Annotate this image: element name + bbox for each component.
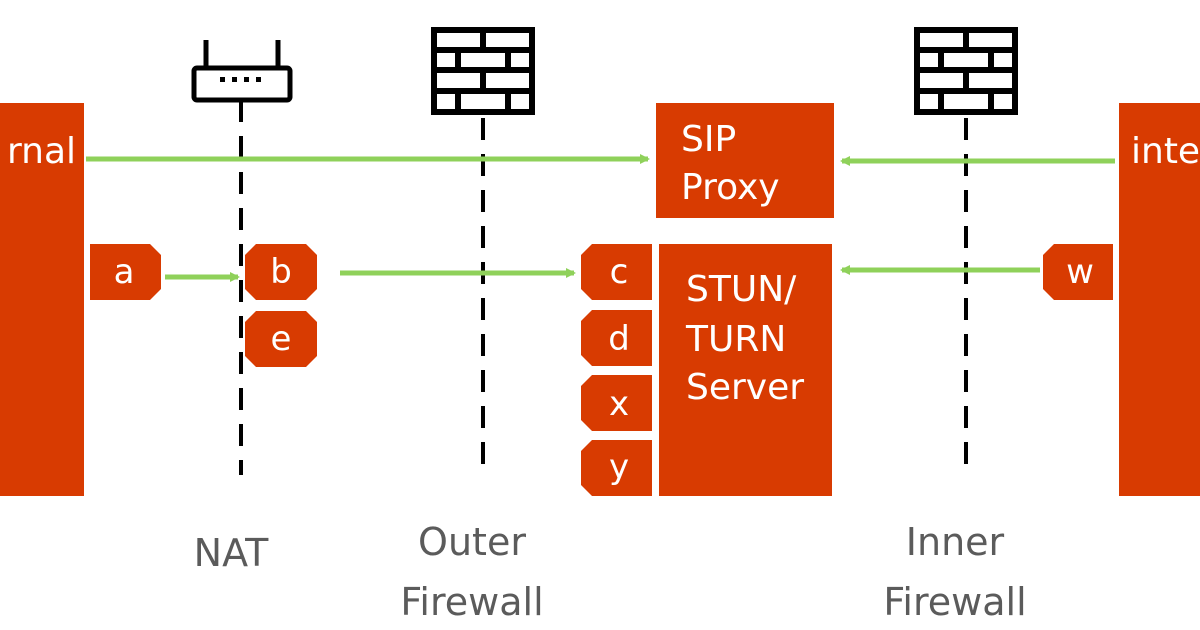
- internal-client-label: inte: [1131, 131, 1200, 172]
- port-label-e: e: [271, 319, 292, 359]
- stun-turn-label-line1: STUN/: [686, 269, 797, 310]
- outer-firewall-caption-line2: Firewall: [400, 580, 543, 624]
- router-icon: [191, 40, 293, 103]
- port-tag-b: [245, 244, 317, 300]
- port-label-d: d: [608, 319, 630, 359]
- brick-wall-icon: [431, 27, 535, 115]
- port-label-y: y: [609, 447, 629, 487]
- sip-proxy-label-line2: Proxy: [681, 167, 780, 208]
- port-tag-e: [245, 311, 317, 367]
- port-tag-c: [581, 244, 652, 300]
- stun-turn-label-line2: TURN: [685, 319, 786, 360]
- nat-caption: NAT: [194, 531, 269, 575]
- sip-proxy-label-line1: SIP: [681, 119, 736, 160]
- port-tag-x: [581, 375, 652, 431]
- external-client-label: rnal: [7, 131, 76, 172]
- port-tag-a: [90, 244, 161, 300]
- port-label-a: a: [114, 252, 135, 292]
- inner-firewall-caption-line2: Firewall: [883, 580, 1026, 624]
- port-label-x: x: [609, 384, 629, 424]
- port-label-b: b: [270, 252, 292, 292]
- outer-firewall-caption-line1: Outer: [418, 520, 526, 564]
- port-label-c: c: [610, 252, 629, 292]
- external-client-box: [0, 103, 84, 496]
- port-tag-d: [581, 310, 652, 366]
- stun-turn-label-line3: Server: [686, 367, 804, 408]
- stun-turn-server-box: [659, 244, 832, 496]
- internal-client-box: [1119, 103, 1200, 496]
- brick-wall-icon: [914, 27, 1018, 115]
- port-tag-w: [1043, 244, 1113, 300]
- sip-proxy-box: [656, 103, 834, 218]
- port-label-w: w: [1066, 252, 1094, 292]
- inner-firewall-caption-line1: Inner: [906, 520, 1005, 564]
- port-tag-y: [581, 440, 652, 496]
